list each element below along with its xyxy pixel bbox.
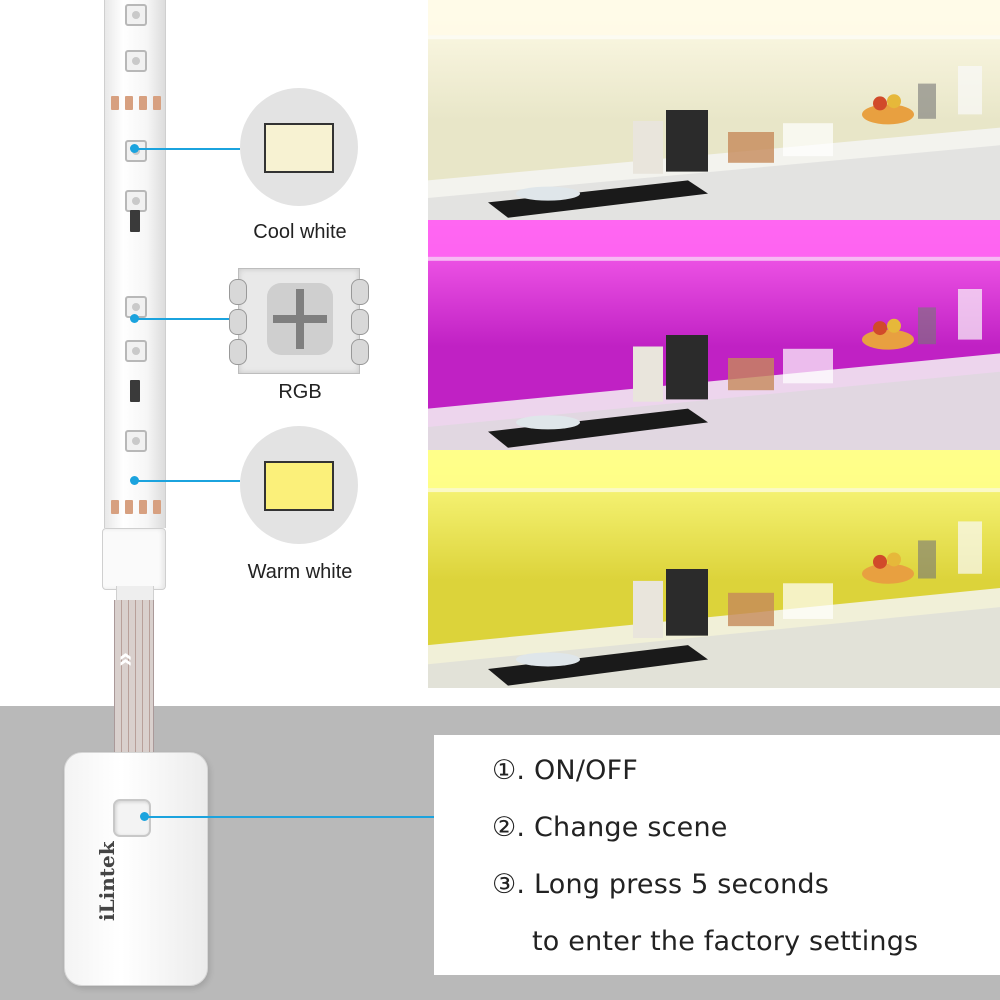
warm-white-label: Warm white: [247, 561, 353, 583]
rgb-led-dot: [130, 314, 139, 323]
cool-white-pointer-line: [136, 148, 240, 150]
solder-pad: [111, 500, 119, 514]
kitchen-photo-warm-white: [428, 450, 1000, 688]
rgb-die-cross: [273, 315, 327, 323]
strip-connector: [102, 528, 166, 590]
solder-pad: [111, 96, 119, 110]
wifi-controller: iLintek: [64, 752, 208, 986]
rgb-pin: [229, 339, 247, 365]
instruction-on-off: ①. ON/OFF: [492, 755, 639, 786]
kitchen-scene: [428, 450, 1000, 688]
led-chip: [125, 4, 147, 26]
instruction-factory-settings: to enter the factory settings: [532, 926, 919, 957]
rgb-pin: [351, 339, 369, 365]
led-chip: [125, 50, 147, 72]
chevron-icon: «: [112, 652, 143, 667]
ribbon-cable: [114, 600, 154, 760]
rgb-pin: [229, 279, 247, 305]
solder-pad: [153, 96, 161, 110]
kitchen-scene: [428, 0, 1000, 220]
led-chip: [125, 340, 147, 362]
solder-pad: [125, 500, 133, 514]
led-chip: [125, 430, 147, 452]
solder-pad: [139, 500, 147, 514]
rgb-pin: [351, 309, 369, 335]
rgb-pin: [229, 309, 247, 335]
solder-pad: [153, 500, 161, 514]
kitchen-photo-cool-white: [428, 0, 1000, 220]
led-strip: [104, 0, 166, 528]
led-chip: [125, 190, 147, 212]
cool-white-label: Cool white: [253, 221, 347, 243]
warm-white-swatch: [240, 426, 358, 544]
cool-white-color-chip: [264, 123, 334, 173]
brand-logo: iLintek: [95, 841, 119, 921]
rgb-pointer-line: [136, 318, 238, 320]
rgb-pin: [351, 279, 369, 305]
cool-white-swatch: [240, 88, 358, 206]
kitchen-scene: [428, 220, 1000, 450]
kitchen-photo-rgb: [428, 220, 1000, 450]
cool-white-led-dot: [130, 144, 139, 153]
instruction-long-press: ③. Long press 5 seconds: [492, 869, 829, 900]
warm-white-led-dot: [130, 476, 139, 485]
resistor-chip: [130, 210, 140, 232]
warm-white-color-chip: [264, 461, 334, 511]
instruction-change-scene: ②. Change scene: [492, 812, 728, 843]
solder-pad: [139, 96, 147, 110]
rgb-led-chip-icon: [229, 268, 369, 374]
rgb-die: [267, 283, 333, 355]
button-pointer-line: [146, 816, 434, 818]
warm-white-pointer-line: [136, 480, 240, 482]
resistor-chip: [130, 380, 140, 402]
instructions-card: ①. ON/OFF ②. Change scene ③. Long press …: [434, 735, 1000, 975]
solder-pad: [125, 96, 133, 110]
rgb-label: RGB: [278, 381, 322, 403]
button-dot: [140, 812, 149, 821]
